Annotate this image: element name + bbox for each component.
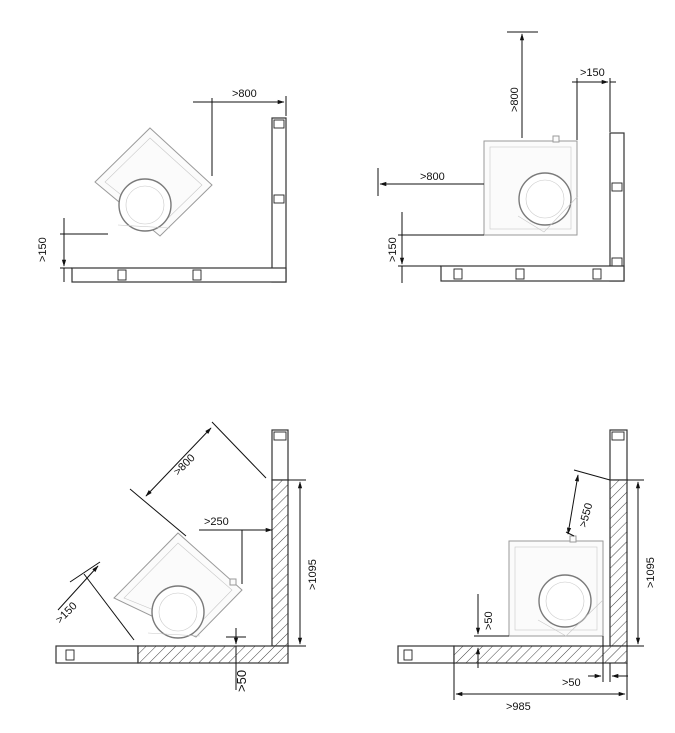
dimension-150: >150 xyxy=(37,218,108,282)
dimension-label: >800 xyxy=(172,452,198,478)
wall-right xyxy=(609,132,625,282)
dimension-label: >50 xyxy=(234,670,249,692)
dimension-label: >800 xyxy=(509,87,521,112)
dimension-label: >150 xyxy=(387,237,399,262)
cassette-unit xyxy=(508,535,604,637)
dimension-250: >250 xyxy=(199,516,273,584)
dimension-50: >50 xyxy=(226,628,249,692)
dimension-50-horizontal: >50 xyxy=(562,636,628,689)
cassette-unit xyxy=(483,135,579,236)
dimension-label: >985 xyxy=(506,701,531,713)
dimension-label: >50 xyxy=(562,677,581,689)
wall-bottom xyxy=(71,267,287,283)
dimension-label: >150 xyxy=(37,237,49,262)
wall-bottom xyxy=(440,265,625,282)
dimension-550: >550 xyxy=(565,469,611,537)
dimension-label: >550 xyxy=(577,502,595,529)
diagram-top-right: >800 >150 >800 >150 xyxy=(377,31,625,283)
diagram-bottom-left: >800 >250 >1095 >150 >50 xyxy=(54,421,319,692)
wall-right xyxy=(609,429,628,647)
dimension-label: >250 xyxy=(204,516,229,528)
dimension-800-horizontal: >800 xyxy=(377,168,484,196)
dimension-150-vertical: >150 xyxy=(387,212,484,283)
dimension-label: >150 xyxy=(580,67,605,79)
dimension-label: >50 xyxy=(483,611,495,630)
dimension-800-diagonal: >800 xyxy=(129,421,267,537)
dimension-150-horizontal: >150 xyxy=(572,67,616,140)
cassette-unit xyxy=(94,127,213,237)
wall-right xyxy=(271,429,289,647)
cassette-unit xyxy=(113,532,243,639)
dimension-800-vertical: >800 xyxy=(507,31,538,138)
dimension-985: >985 xyxy=(453,663,628,713)
wall-bottom xyxy=(397,645,628,664)
diagram-top-left: >800 >150 xyxy=(37,88,287,283)
dimension-label: >150 xyxy=(54,600,80,626)
dimension-label: >1095 xyxy=(307,559,319,590)
dimension-label: >800 xyxy=(232,88,257,100)
dimension-label: >800 xyxy=(420,171,445,183)
diagram-bottom-right: >550 >1095 >50 >50 >985 xyxy=(397,429,657,713)
dimension-1095: >1095 xyxy=(288,479,319,647)
dimension-label: >1095 xyxy=(645,557,657,588)
dimension-800: >800 xyxy=(193,88,287,176)
dimension-50-vertical: >50 xyxy=(474,594,509,668)
dimension-1095: >1095 xyxy=(627,479,657,647)
wall-right xyxy=(271,117,287,283)
wall-bottom xyxy=(55,645,289,664)
